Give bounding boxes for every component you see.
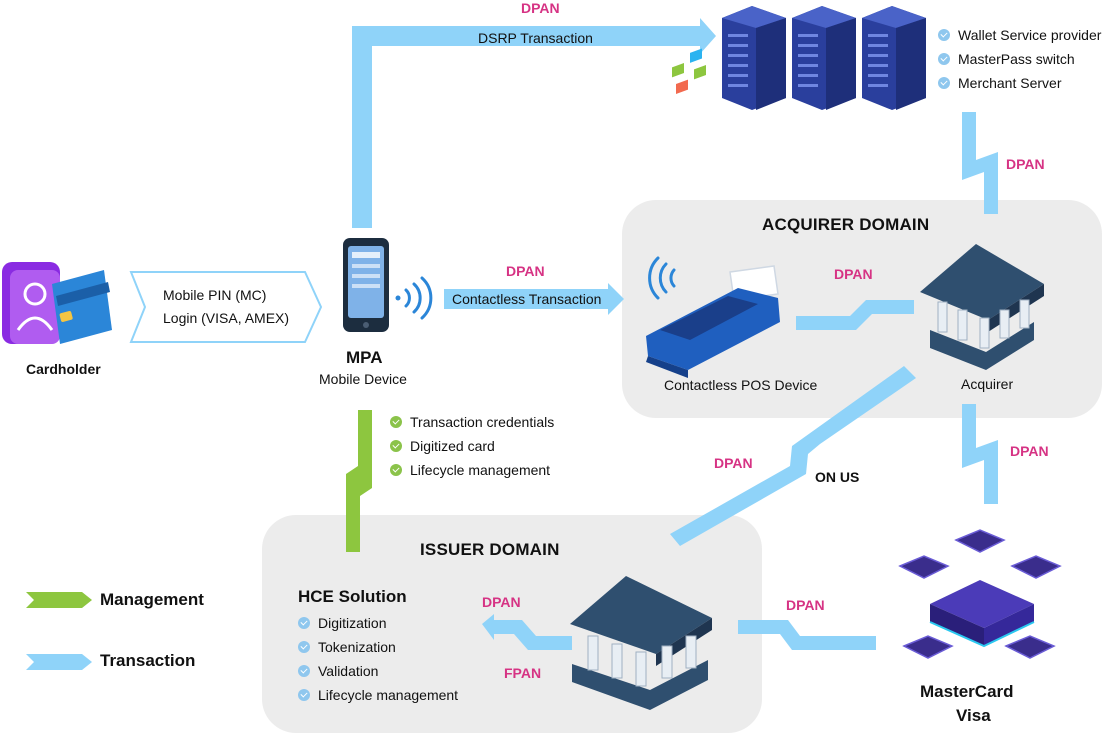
- management-arrow: [346, 410, 372, 552]
- check-icon: [298, 689, 310, 701]
- pos-device-icon: [646, 48, 780, 378]
- check-icon: [298, 665, 310, 677]
- acquirer-network-dpan-label: DPAN: [1010, 443, 1049, 459]
- pos-device-label: Contactless POS Device: [664, 377, 818, 393]
- check-icon: [298, 617, 310, 629]
- network-line-2: Visa: [956, 706, 991, 725]
- legend-management-swatch: [26, 592, 92, 608]
- hce-dpan-label: DPAN: [482, 594, 521, 610]
- auth-line-2: Login (VISA, AMEX): [163, 310, 290, 326]
- credit-card-icon: [52, 270, 112, 344]
- on-us-dpan-label: DPAN: [714, 455, 753, 471]
- cardholder-icon: [2, 262, 60, 344]
- server-list: Wallet Service provider MasterPass switc…: [938, 23, 1101, 95]
- issuer-network-arrow: [738, 620, 876, 650]
- check-icon: [938, 29, 950, 41]
- server-acquirer-arrow: [962, 112, 998, 214]
- hce-list-item: Digitization: [298, 611, 458, 635]
- check-icon: [938, 53, 950, 65]
- management-list-item: Transaction credentials: [390, 410, 554, 434]
- issuer-domain-title: ISSUER DOMAIN: [420, 540, 560, 559]
- hce-list-item: Lifecycle management: [298, 683, 458, 707]
- acquirer-label: Acquirer: [961, 376, 1014, 392]
- check-icon: [938, 77, 950, 89]
- network-line-1: MasterCard: [920, 682, 1014, 701]
- on-us-arrow: [670, 366, 916, 546]
- hce-solution-title: HCE Solution: [298, 587, 407, 606]
- legend-transaction-swatch: [26, 654, 92, 670]
- acquirer-bank-icon: [920, 244, 1044, 370]
- hce-fpan-label: FPAN: [504, 665, 542, 681]
- issuer-bank-icon: [570, 576, 712, 710]
- server-stack: [722, 6, 926, 110]
- pos-nfc-icon: [648, 256, 676, 300]
- check-icon: [298, 641, 310, 653]
- issuer-network-dpan-label: DPAN: [786, 597, 825, 613]
- management-list-item: Digitized card: [390, 434, 554, 458]
- legend-management-label: Management: [100, 590, 204, 609]
- acquirer-network-arrow: [962, 404, 998, 504]
- pos-acquirer-dpan-label: DPAN: [834, 266, 873, 282]
- on-us-label: ON US: [815, 469, 860, 485]
- mobile-phone-icon: [343, 238, 389, 332]
- hce-list-item: Validation: [298, 659, 458, 683]
- auth-line-1: Mobile PIN (MC): [163, 287, 267, 303]
- cardholder-label: Cardholder: [26, 361, 101, 377]
- dsrp-dpan-label: DPAN: [521, 0, 560, 16]
- server-dpan-label: DPAN: [1006, 156, 1045, 172]
- contactless-dpan-label: DPAN: [506, 263, 545, 279]
- network-chip-icon: [898, 529, 1062, 659]
- server-list-item: Merchant Server: [938, 71, 1101, 95]
- management-list-item: Lifecycle management: [390, 458, 554, 482]
- dsrp-transaction-label: DSRP Transaction: [478, 30, 593, 46]
- management-list: Transaction credentials Digitized card L…: [390, 410, 554, 482]
- acquirer-domain-title: ACQUIRER DOMAIN: [762, 215, 930, 234]
- hce-list-item: Tokenization: [298, 635, 458, 659]
- nfc-wave-icon: [395, 276, 433, 320]
- server-list-item: MasterPass switch: [938, 47, 1101, 71]
- server-list-item: Wallet Service provider: [938, 23, 1101, 47]
- check-icon: [390, 416, 402, 428]
- check-icon: [390, 464, 402, 476]
- dsrp-transaction-arrow: [352, 18, 716, 228]
- hce-issuer-arrow: [482, 614, 572, 650]
- hce-list: Digitization Tokenization Validation Lif…: [298, 611, 458, 707]
- mpa-title: MPA: [346, 348, 383, 367]
- legend-transaction-label: Transaction: [100, 651, 196, 670]
- check-icon: [390, 440, 402, 452]
- mpa-subtitle: Mobile Device: [319, 371, 407, 387]
- contactless-transaction-arrow: [444, 283, 624, 315]
- cardholder-auth-arrow: [129, 271, 323, 343]
- contactless-transaction-label: Contactless Transaction: [452, 291, 602, 307]
- pos-acquirer-arrow: [796, 300, 914, 330]
